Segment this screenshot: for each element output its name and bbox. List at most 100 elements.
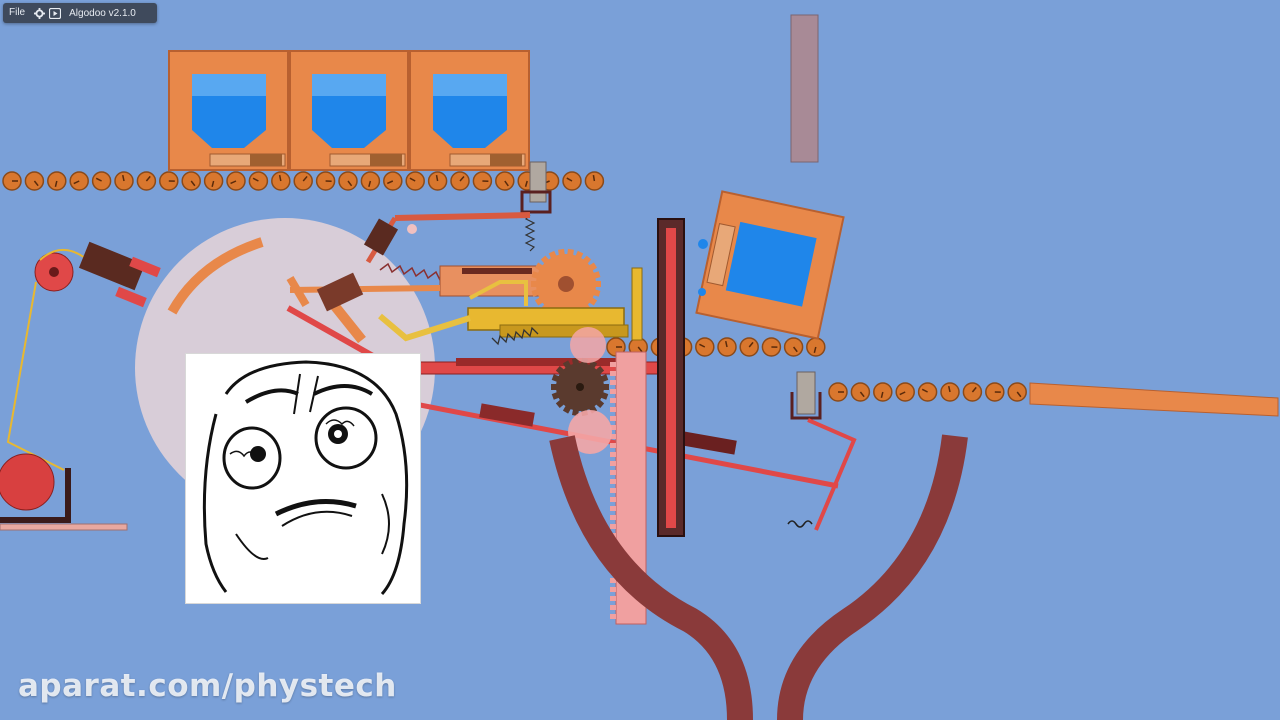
yellow-frame[interactable]	[469, 280, 528, 306]
water-drop	[698, 239, 708, 249]
funnel-tube-right[interactable]	[777, 434, 968, 720]
rack-tooth	[610, 389, 616, 394]
gear-tooth	[531, 289, 540, 297]
chain-link-marker	[95, 177, 102, 182]
rack-tooth	[610, 524, 616, 529]
linkage-block[interactable]	[363, 218, 399, 256]
rack-tooth	[610, 371, 616, 376]
linkage-arm[interactable]	[394, 212, 531, 221]
gear-tooth	[572, 357, 579, 365]
chain-conveyor-top[interactable]	[2, 171, 605, 191]
rack-tooth	[610, 470, 616, 475]
gear-tooth	[600, 374, 609, 382]
left-frame	[0, 468, 71, 523]
vertical-plank[interactable]	[790, 14, 819, 163]
gear-tooth	[595, 366, 605, 375]
chain-link-marker	[921, 388, 928, 393]
app-title: Algodoo v2.1.0	[69, 7, 136, 19]
rack-tooth	[610, 605, 616, 610]
wheel-arc	[167, 237, 264, 315]
chain-link-marker	[699, 343, 706, 348]
rack-teeth	[610, 362, 616, 619]
tilted-hopper[interactable]	[695, 190, 845, 340]
menu-bar: File Algodoo v2.1.0	[3, 3, 157, 23]
funnel-tube-left[interactable]	[549, 435, 753, 720]
gear-tooth	[540, 255, 550, 265]
chain-link-marker	[190, 180, 196, 187]
gear-tooth	[603, 384, 609, 390]
chain-link-marker	[211, 180, 215, 188]
red-block[interactable]	[479, 403, 535, 427]
left-block[interactable]	[78, 241, 146, 291]
chain-link-marker	[971, 386, 977, 393]
chain-link-marker	[859, 391, 865, 398]
rack-tooth	[610, 614, 616, 619]
chain-link-marker	[459, 175, 465, 182]
red-block[interactable]	[681, 431, 737, 455]
chain-link-marker	[409, 177, 416, 182]
gear-tooth	[588, 297, 598, 306]
left-shelf	[0, 523, 128, 531]
gear-tooth	[592, 271, 601, 279]
chain-link-marker	[793, 346, 798, 353]
chain-link-marker	[54, 180, 58, 188]
chain-link-marker	[948, 385, 951, 393]
arm-orange[interactable]	[286, 275, 310, 308]
gear-tooth	[558, 248, 565, 256]
right-lever[interactable]	[807, 418, 857, 531]
chain-link-marker	[880, 391, 884, 399]
gear-salmon[interactable]	[568, 410, 612, 454]
chain-link-marker	[592, 174, 596, 182]
orange-plank[interactable]	[1029, 382, 1279, 417]
red-lever[interactable]	[286, 305, 382, 363]
gear-icon[interactable]	[31, 3, 47, 23]
chain-link-marker	[566, 177, 573, 182]
arm-orange[interactable]	[289, 285, 441, 293]
gear-dark[interactable]	[556, 363, 604, 411]
left-big-wheel[interactable]	[0, 453, 55, 511]
rack-tooth	[610, 425, 616, 430]
slider-rod[interactable]	[462, 268, 532, 274]
gear-tooth	[575, 250, 584, 259]
watermark: aparat.com/phystech	[18, 668, 397, 704]
left-block-red[interactable]	[129, 256, 161, 278]
chain-link-marker	[899, 391, 906, 396]
rack-tooth	[610, 596, 616, 601]
yellow-arm[interactable]	[378, 313, 471, 342]
play-icon[interactable]	[47, 3, 63, 23]
gear-tooth	[531, 281, 537, 287]
pivot	[407, 224, 417, 234]
gear-tooth	[582, 255, 592, 265]
gear-tooth	[562, 405, 572, 414]
left-block-red[interactable]	[115, 286, 147, 308]
left-pulley-hub	[49, 267, 59, 277]
file-menu[interactable]: File	[9, 7, 26, 18]
chain-link	[1007, 382, 1027, 402]
chain-link-marker	[637, 346, 643, 353]
rack-tooth	[610, 461, 616, 466]
brown-block[interactable]	[316, 272, 364, 312]
chain-link-marker	[122, 174, 125, 182]
hopper-1[interactable]	[168, 50, 289, 171]
red-rod-dark[interactable]	[456, 358, 626, 366]
gear-orange[interactable]	[536, 254, 596, 314]
chain-link-marker	[230, 180, 237, 185]
gear-tooth	[531, 271, 540, 279]
hopper-3[interactable]	[409, 50, 530, 171]
spring-small	[491, 326, 539, 346]
rack-tooth	[610, 452, 616, 457]
gear-tooth	[562, 360, 572, 369]
gear-salmon-top[interactable]	[570, 327, 606, 363]
rack-tooth	[610, 578, 616, 583]
chain-link-marker	[504, 180, 509, 187]
piston-post[interactable]	[631, 267, 643, 341]
chain-conveyor-right[interactable]	[828, 382, 1027, 402]
plunger[interactable]	[529, 161, 547, 203]
rack-tooth	[610, 506, 616, 511]
gear-tooth	[555, 366, 565, 375]
gear-tooth	[534, 262, 544, 271]
hopper-2[interactable]	[289, 50, 409, 171]
rack-tooth	[610, 479, 616, 484]
chain-link-marker	[73, 180, 80, 185]
grey-stopper[interactable]	[796, 371, 816, 415]
